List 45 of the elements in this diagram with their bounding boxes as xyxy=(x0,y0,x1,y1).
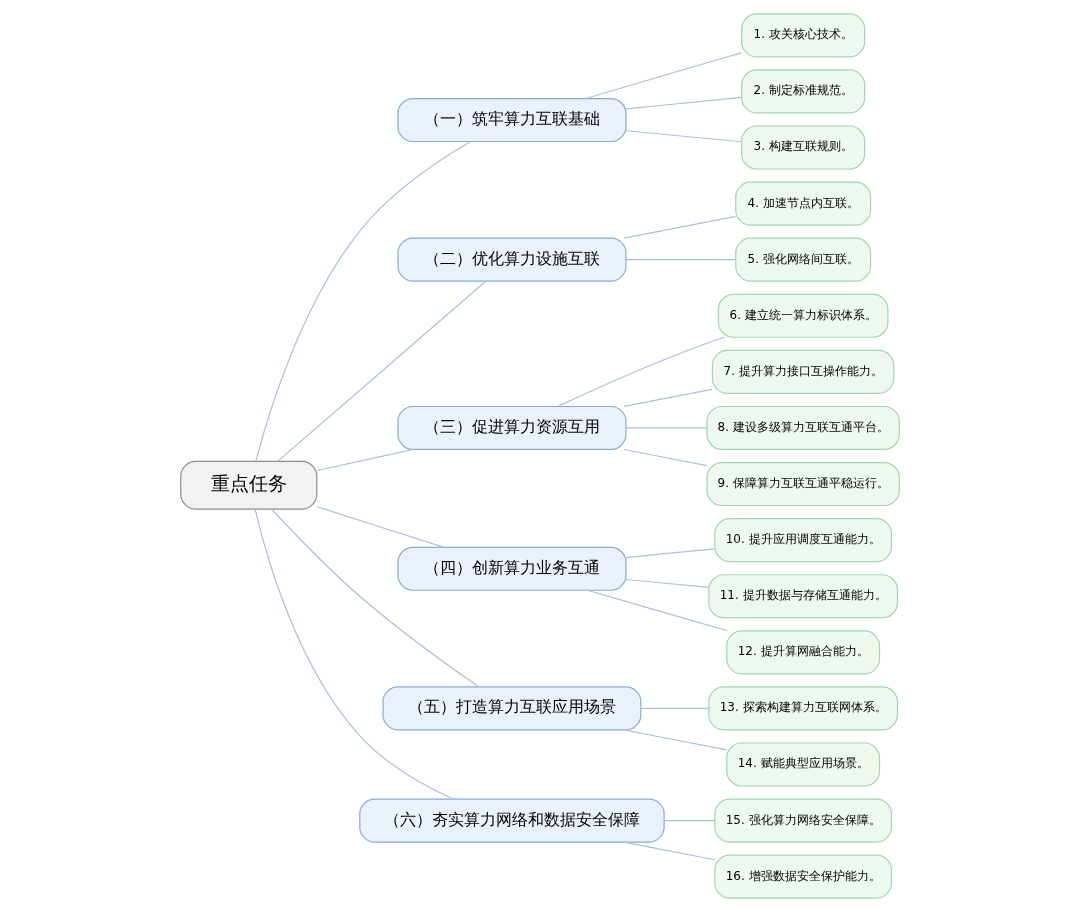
connector xyxy=(585,51,742,99)
node-box: 7. 提升算力接口互操作能力。 xyxy=(711,349,895,394)
node-box: 8. 建设多级算力互联互通平台。 xyxy=(706,405,900,450)
node-box: （二）优化算力设施互联 xyxy=(397,237,627,282)
node-box: 10. 提升应用调度互通能力。 xyxy=(714,517,893,562)
node-box: 9. 保障算力互联互通平稳运行。 xyxy=(706,461,900,506)
connector xyxy=(586,589,728,631)
connector xyxy=(557,336,726,407)
connector xyxy=(254,508,454,800)
node-box: （六）夯实算力网络和数据安全保障 xyxy=(359,798,665,843)
node-box: 12. 提升算网融合能力。 xyxy=(726,629,881,674)
node-box: 2. 制定标准规范。 xyxy=(741,68,866,113)
node-box: 15. 强化算力网络安全保障。 xyxy=(714,798,893,843)
node-box: （三）促进算力资源互用 xyxy=(397,405,627,450)
node-box: 5. 强化网络间互联。 xyxy=(735,237,872,282)
connector xyxy=(625,96,743,109)
connector xyxy=(625,578,710,588)
connector xyxy=(625,258,737,260)
connector xyxy=(255,140,472,462)
connector xyxy=(663,819,716,821)
connector xyxy=(625,547,716,558)
connector xyxy=(623,728,728,750)
connector xyxy=(277,280,487,462)
node-box: 6. 建立统一算力标识体系。 xyxy=(717,293,889,338)
connector xyxy=(316,505,444,548)
connector xyxy=(271,508,480,687)
node-box: 14. 赋能典型应用场景。 xyxy=(726,741,881,787)
connector xyxy=(623,388,713,407)
node-box: 13. 探索构建算力互联网体系。 xyxy=(708,685,899,730)
connector xyxy=(625,426,708,429)
connector xyxy=(316,448,414,471)
node-box: 4. 加速节点内互联。 xyxy=(735,181,872,226)
node-box: 3. 构建互联规则。 xyxy=(741,124,866,170)
connector xyxy=(623,448,708,466)
node-box: （四）创新算力业务互通 xyxy=(397,546,627,591)
node-box: （五）打造算力互联应用场景 xyxy=(382,685,642,730)
connector xyxy=(625,129,743,142)
node-box: 重点任务 xyxy=(180,460,318,510)
node-box: 11. 提升数据与存储互通能力。 xyxy=(708,573,899,618)
node-box: 16. 增强数据安全保护能力。 xyxy=(714,854,893,899)
node-box: 1. 攻关核心技术。 xyxy=(741,12,866,57)
connector xyxy=(623,841,716,860)
connector xyxy=(640,707,710,709)
node-box: （一）筑牢算力互联基础 xyxy=(397,97,627,142)
connector xyxy=(623,215,737,239)
